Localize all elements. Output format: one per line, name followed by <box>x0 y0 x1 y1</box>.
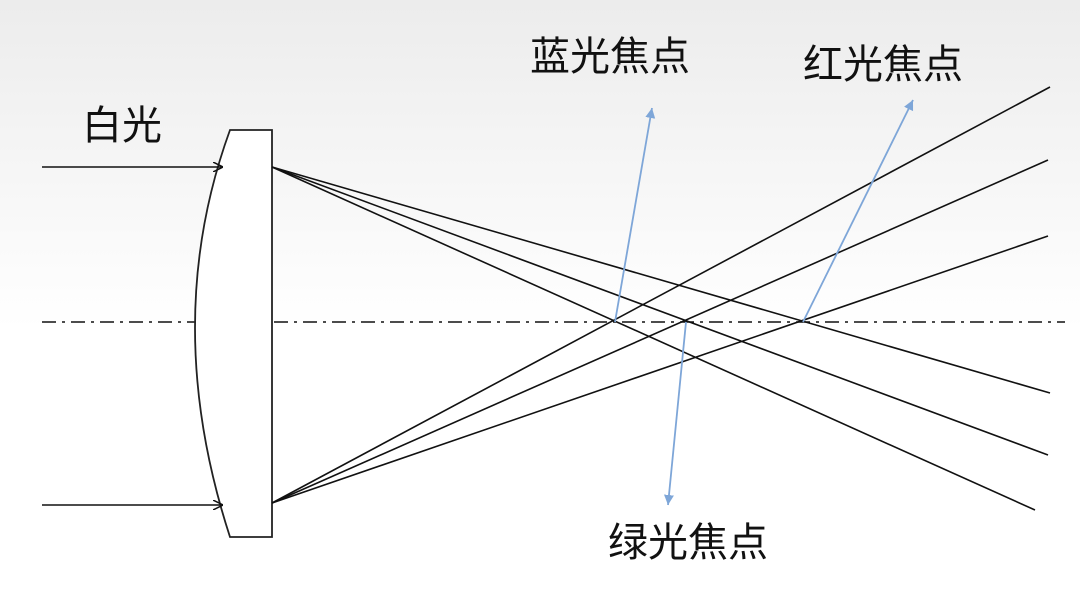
ray-bottom-green <box>271 159 1049 504</box>
lens <box>194 129 273 538</box>
ray-bottom-blue <box>271 86 1051 504</box>
green-focus-pointer <box>664 321 687 506</box>
red-focus-label: 红光焦点 <box>803 42 963 88</box>
blue-focus-pointer <box>614 107 656 323</box>
blue-focus-label: 蓝光焦点 <box>530 34 690 80</box>
ray-top-blue <box>271 166 1036 511</box>
white-light-label: 白光 <box>82 103 162 149</box>
green-focus-label: 绿光焦点 <box>608 520 768 566</box>
ray-top-green <box>271 166 1049 456</box>
ray-bottom-red <box>271 235 1049 504</box>
ray-top-red <box>271 166 1051 394</box>
red-focus-pointer <box>802 99 914 323</box>
